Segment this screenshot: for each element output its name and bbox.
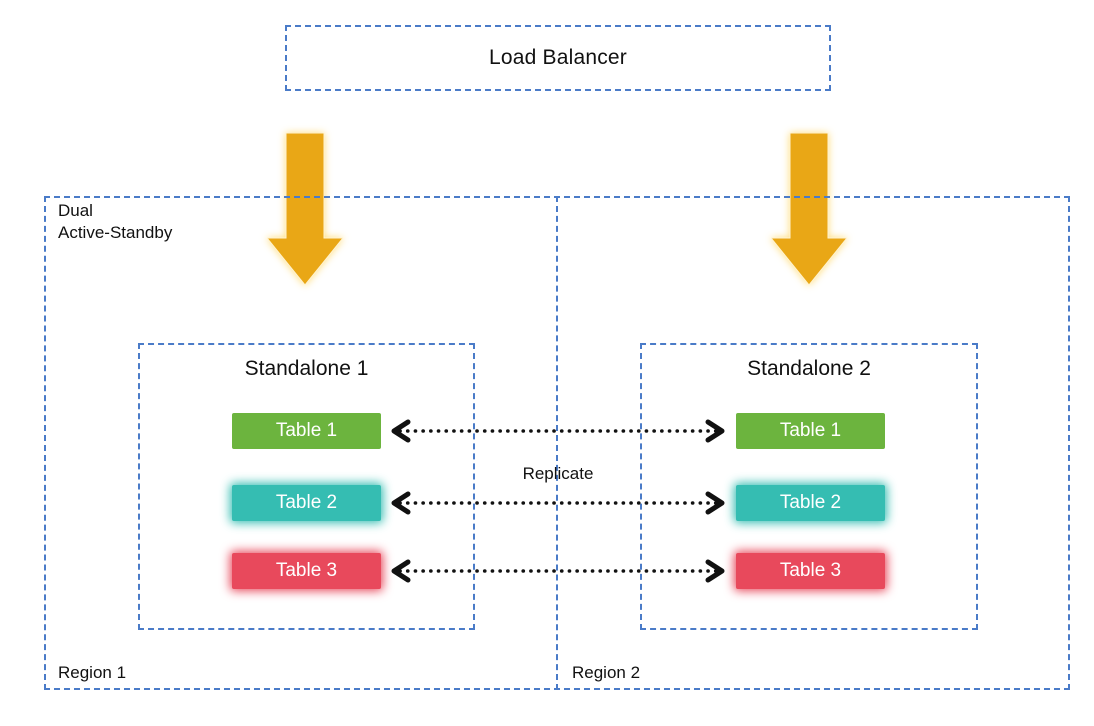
standalone-2-title: Standalone 2 bbox=[747, 357, 871, 380]
down-arrow-shape bbox=[771, 133, 847, 285]
standalone-2-box: Standalone 2 bbox=[640, 343, 978, 630]
replicate-label: Replicate bbox=[522, 464, 594, 483]
load-balancer-box: Load Balancer bbox=[285, 25, 831, 91]
standalone-1-box: Standalone 1 bbox=[138, 343, 475, 630]
standalone-2-table-1-chip: Table 1 bbox=[736, 413, 885, 449]
down-arrow-icon bbox=[771, 133, 847, 285]
standalone-2-table-3-chip: Table 3 bbox=[736, 553, 885, 589]
table-label: Table 1 bbox=[275, 420, 338, 441]
standalone-1-table-1-chip: Table 1 bbox=[232, 413, 381, 449]
down-arrow-icon bbox=[267, 133, 343, 285]
replicate-arrow-icon bbox=[391, 559, 725, 583]
standalone-2-table-2-chip: Table 2 bbox=[736, 485, 885, 521]
replicate-arrow-icon bbox=[391, 491, 725, 515]
down-arrow-shape bbox=[267, 133, 343, 285]
region-divider-line bbox=[556, 196, 558, 690]
table-label: Table 1 bbox=[779, 420, 842, 441]
replicate-arrow-icon bbox=[391, 419, 725, 443]
deployment-mode-label: Dual Active-Standby bbox=[58, 201, 173, 243]
standalone-1-table-3-chip: Table 3 bbox=[232, 553, 381, 589]
table-label: Table 2 bbox=[779, 492, 842, 513]
table-label: Table 2 bbox=[275, 492, 338, 513]
standalone-1-table-2-chip: Table 2 bbox=[232, 485, 381, 521]
load-balancer-label: Load Balancer bbox=[488, 46, 628, 69]
region-2-label: Region 2 bbox=[572, 663, 641, 682]
table-label: Table 3 bbox=[275, 560, 338, 581]
standalone-1-title: Standalone 1 bbox=[244, 357, 369, 380]
region-1-label: Region 1 bbox=[58, 663, 127, 682]
table-label: Table 3 bbox=[779, 560, 842, 581]
